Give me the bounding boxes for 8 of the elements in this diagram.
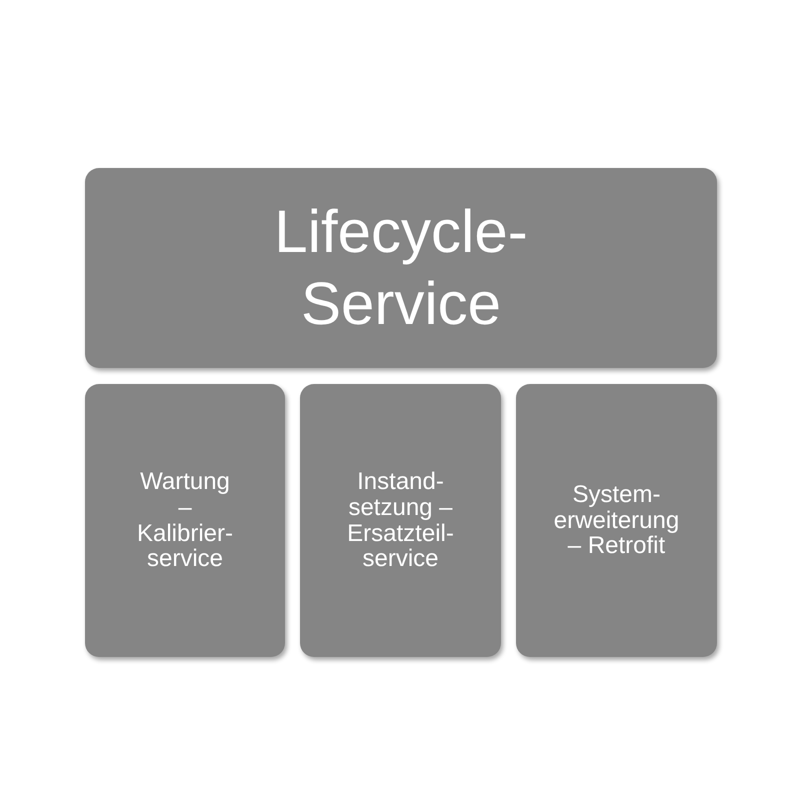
service-box: [85, 384, 285, 657]
box-label: System- erweiterung – Retrofit: [554, 482, 680, 560]
service-box: [300, 384, 501, 657]
service-box: [85, 168, 717, 368]
box-label: Wartung – Kalibrier- service: [136, 468, 234, 572]
box-label: Lifecycle- Service: [274, 197, 528, 339]
service-box: [516, 384, 717, 657]
box-label: Instand- setzung – Ersatzteil- service: [347, 468, 454, 572]
